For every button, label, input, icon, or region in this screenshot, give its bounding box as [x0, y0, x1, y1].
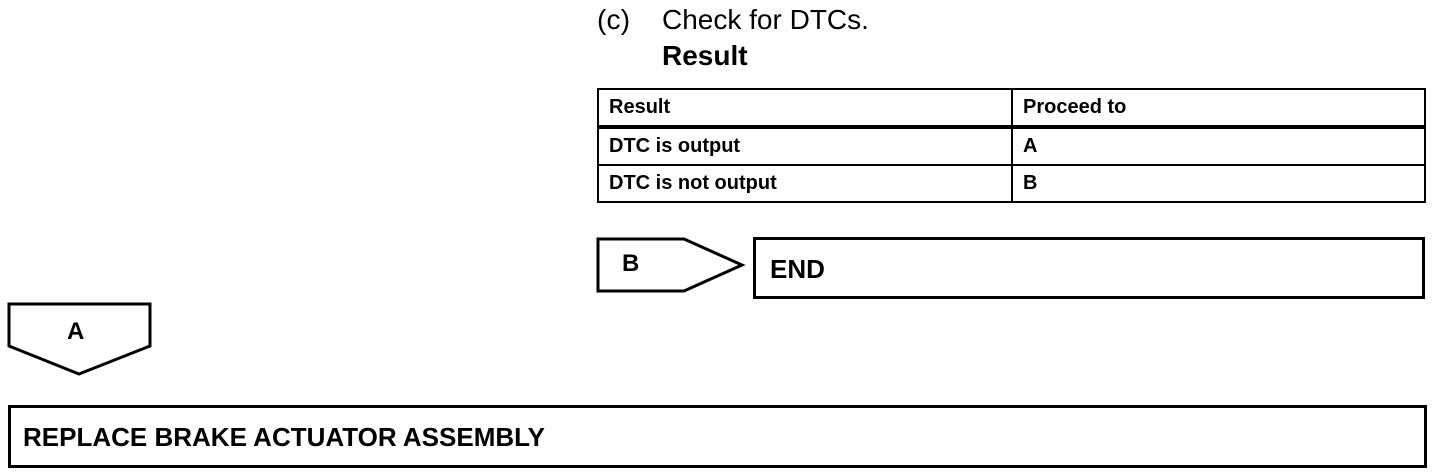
branch-b-label: B — [622, 250, 640, 277]
step-instruction: Check for DTCs. — [662, 4, 869, 35]
proceed-to-cell: A — [1011, 126, 1426, 166]
table-header-row: Result Proceed to — [597, 88, 1426, 129]
result-table: Result Proceed to DTC is output A DTC is… — [597, 88, 1426, 203]
replace-action-box: REPLACE BRAKE ACTUATOR ASSEMBLY — [8, 405, 1427, 468]
branch-b-arrow — [596, 237, 746, 293]
table-row: DTC is output A — [597, 126, 1426, 166]
replace-action-label: REPLACE BRAKE ACTUATOR ASSEMBLY — [23, 422, 545, 452]
column-header-result: Result — [597, 88, 1013, 129]
end-box: END — [753, 237, 1425, 299]
result-cell: DTC is output — [597, 126, 1013, 166]
result-heading: Result — [662, 40, 748, 71]
proceed-to-cell: B — [1011, 164, 1426, 203]
column-header-proceed-to: Proceed to — [1011, 88, 1426, 129]
table-row: DTC is not output B — [597, 164, 1426, 203]
branch-a-label: A — [67, 318, 85, 345]
branch-a-arrow — [7, 302, 152, 376]
result-cell: DTC is not output — [597, 164, 1013, 203]
step-marker: (c) — [597, 4, 631, 35]
end-label: END — [770, 254, 825, 284]
